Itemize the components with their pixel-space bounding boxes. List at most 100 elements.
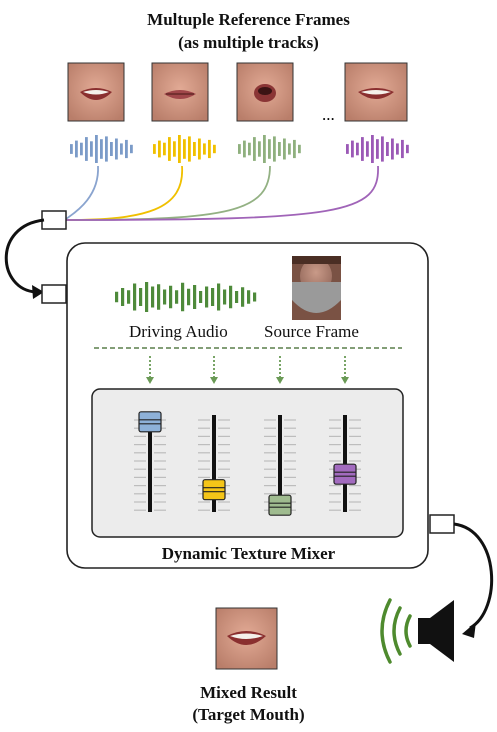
- waveform-bar: [361, 137, 364, 161]
- waveform-bar: [153, 144, 156, 154]
- fader-2[interactable]: [198, 415, 230, 512]
- track-waveform-3: [238, 135, 301, 163]
- fader-knob-3[interactable]: [268, 494, 292, 516]
- waveform-bar: [75, 140, 78, 158]
- waveform-bar: [273, 136, 276, 162]
- mixed-result-image: [215, 607, 278, 670]
- waveform-bar: [193, 285, 197, 309]
- waveform-bar: [85, 137, 88, 161]
- waveform-bar: [121, 288, 125, 306]
- output-title-line-2: (Target Mouth): [192, 705, 305, 724]
- fader-knob-2[interactable]: [202, 479, 226, 501]
- track-jack: [41, 210, 67, 230]
- fader-panel: [91, 388, 404, 538]
- track-cable-1: [64, 165, 99, 221]
- waveform-bar: [253, 292, 257, 302]
- source-frame-image: [292, 256, 341, 320]
- fader-knob-4[interactable]: [333, 463, 357, 485]
- fader-input-arrowhead: [341, 377, 349, 384]
- waveform-bar: [163, 289, 167, 305]
- waveform-bar: [248, 142, 251, 156]
- waveform-bar: [381, 136, 384, 162]
- waveform-bar: [139, 288, 143, 306]
- fader-3[interactable]: [264, 415, 296, 516]
- waveform-bar: [110, 142, 113, 156]
- output-arrowhead: [462, 622, 476, 638]
- sound-waves-icon: [380, 598, 412, 664]
- reference-frame-3: [236, 62, 294, 122]
- track-waveforms: [70, 135, 409, 163]
- output-arrow: [453, 522, 494, 630]
- waveform-bar: [163, 142, 166, 156]
- fader-input-arrowhead: [146, 377, 154, 384]
- waveform-bar: [371, 135, 374, 163]
- title-line-2: (as multiple tracks): [178, 33, 319, 52]
- frames-ellipsis: ...: [322, 105, 335, 124]
- fader-input-arrowhead: [210, 377, 218, 384]
- fader-input-arrowhead: [276, 377, 284, 384]
- waveform-bar: [235, 291, 239, 303]
- waveform-bar: [229, 285, 233, 309]
- waveform-bar: [181, 282, 185, 312]
- fader-knob-1[interactable]: [138, 411, 162, 433]
- waveform-bar: [376, 139, 379, 159]
- fader-4[interactable]: [329, 415, 361, 512]
- track-waveform-2: [153, 135, 216, 163]
- input-arrowhead: [32, 285, 44, 299]
- waveform-bar: [283, 138, 286, 160]
- waveform-bar: [95, 135, 98, 163]
- waveform-bar: [130, 144, 133, 154]
- waveform-bar: [396, 143, 399, 155]
- waveform-bar: [199, 291, 203, 303]
- waveform-bar: [298, 144, 301, 154]
- waveform-bar: [238, 144, 241, 154]
- reference-frame-2: [151, 62, 209, 122]
- waveform-bar: [90, 141, 93, 157]
- waveform-bar: [158, 140, 161, 158]
- fader-bank: [134, 411, 361, 516]
- mixer-title: Dynamic Texture Mixer: [161, 544, 336, 563]
- reference-frame-1: [67, 62, 125, 122]
- waveform-bar: [80, 142, 83, 156]
- speaker-icon: [418, 600, 454, 662]
- waveform-bar: [115, 291, 119, 303]
- waveform-bar: [105, 136, 108, 162]
- waveform-bar: [268, 139, 271, 159]
- waveform-bar: [178, 135, 181, 163]
- waveform-bar: [213, 144, 216, 154]
- waveform-bar: [217, 283, 221, 311]
- waveform-bar: [175, 290, 179, 304]
- waveform-bar: [351, 140, 354, 158]
- waveform-bar: [127, 290, 131, 304]
- waveform-bar: [183, 139, 186, 159]
- waveform-bar: [151, 286, 155, 308]
- waveform-bar: [288, 143, 291, 155]
- track-waveform-1: [70, 135, 133, 163]
- waveform-bar: [120, 143, 123, 155]
- waveform-bar: [188, 136, 191, 162]
- output-title-line-1: Mixed Result: [200, 683, 297, 702]
- source-frame-label: Source Frame: [264, 322, 359, 341]
- track-waveform-4: [346, 135, 409, 163]
- track-cables: [64, 165, 379, 221]
- waveform-bar: [258, 141, 261, 157]
- fader-1[interactable]: [134, 411, 166, 512]
- waveform-bar: [263, 135, 266, 163]
- reference-frame-4: [344, 62, 408, 122]
- waveform-bar: [198, 138, 201, 160]
- waveform-bar: [243, 140, 246, 158]
- waveform-bar: [115, 138, 118, 160]
- waveform-bar: [168, 137, 171, 161]
- waveform-bar: [386, 142, 389, 156]
- output-title: Mixed Result (Target Mouth): [0, 683, 497, 725]
- waveform-bar: [100, 139, 103, 159]
- waveform-bar: [406, 144, 409, 154]
- waveform-bar: [223, 289, 227, 305]
- driving-audio-waveform: [115, 282, 257, 312]
- track-cable-2: [65, 165, 183, 221]
- waveform-bar: [366, 141, 369, 157]
- track-cable-3: [65, 165, 271, 221]
- waveform-bar: [173, 141, 176, 157]
- waveform-bar: [278, 142, 281, 156]
- waveform-bar: [391, 138, 394, 160]
